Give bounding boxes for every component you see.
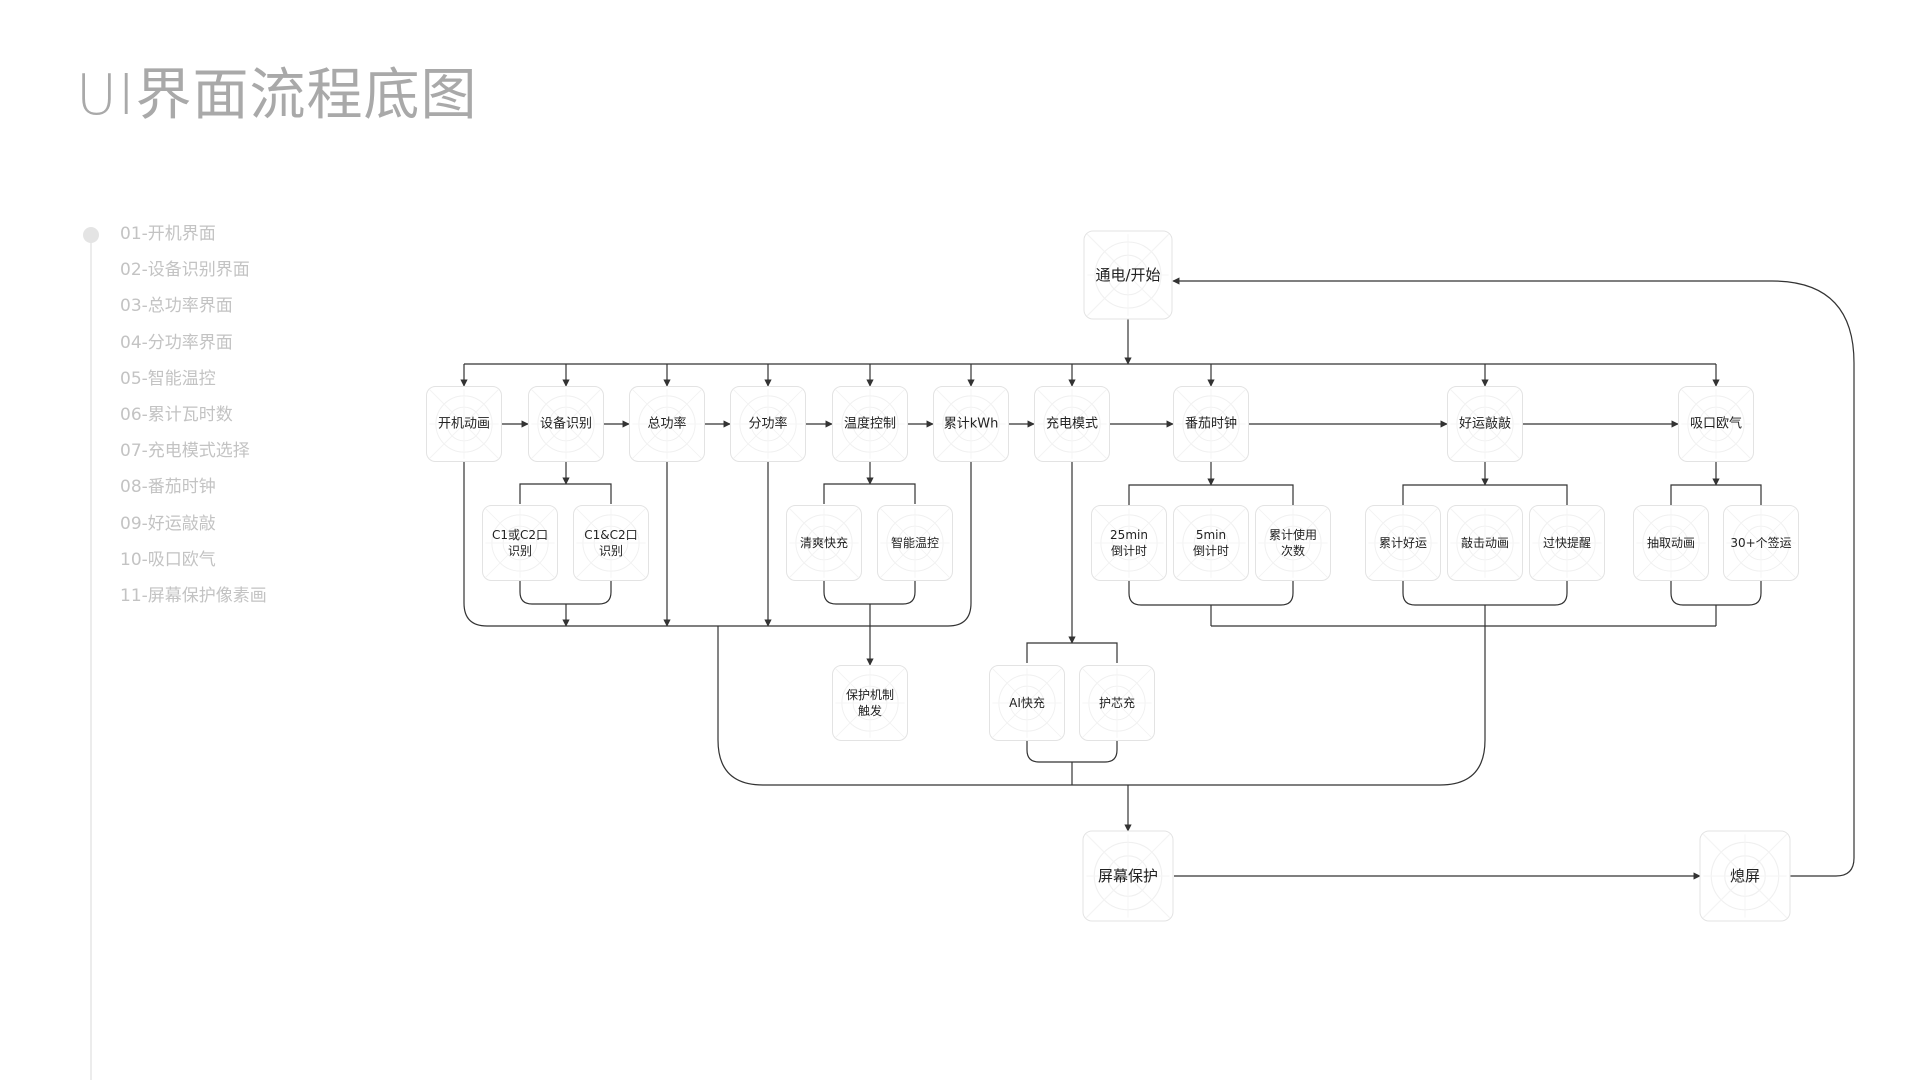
node-label: AI快充 — [1009, 695, 1045, 710]
node-lucky-knock: 好运敲敲 — [1447, 386, 1523, 462]
node-label: 设备识别 — [540, 416, 592, 432]
node-kwh: 累计kWh — [933, 386, 1009, 462]
node-label: 吸口欧气 — [1690, 416, 1742, 432]
node-label: 过快提醒 — [1543, 535, 1591, 550]
sidebar-item-02[interactable]: 02-设备识别界面 — [120, 260, 250, 281]
node-label: 抽取动画 — [1647, 536, 1695, 550]
node-grid-pattern — [834, 667, 906, 739]
node-label: 保护机制 — [846, 688, 894, 702]
sidebar-item-10[interactable]: 10-吸口欧气 — [120, 549, 216, 570]
node-label: 识别 — [599, 544, 623, 558]
node-label: 识别 — [508, 544, 532, 558]
sidebar-item-07[interactable]: 07-充电模式选择 — [120, 441, 250, 462]
node-total-power: 总功率 — [629, 386, 705, 462]
node-too-fast: 过快提醒 — [1529, 505, 1605, 581]
sidebar-active-dot — [83, 227, 99, 243]
node-label: 清爽快充 — [800, 535, 848, 550]
node-knock-anim: 敲击动画 — [1447, 505, 1523, 581]
node-label: 分功率 — [748, 416, 787, 432]
node-label: 触发 — [858, 703, 882, 718]
node-min25: 25min 倒计时 — [1091, 505, 1167, 581]
node-charge-mode: 充电模式 — [1034, 386, 1110, 462]
sidebar-item-08[interactable]: 08-番茄时钟 — [120, 477, 216, 498]
node-grid-pattern — [1257, 507, 1329, 579]
node-label: 累计kWh — [944, 417, 999, 432]
node-cool-fast: 清爽快充 — [786, 505, 862, 581]
node-label: 累计使用 — [1269, 527, 1317, 542]
node-temp-ctrl: 温度控制 — [832, 386, 908, 462]
sidebar-nav: 01-开机界面 02-设备识别界面 03-总功率界面 04-分功率界面 05-智… — [120, 222, 267, 620]
page-title: UI界面流程底图 — [76, 63, 478, 128]
node-label: 熄屏 — [1730, 867, 1760, 885]
sidebar-item-04[interactable]: 04-分功率界面 — [120, 332, 233, 353]
node-label: 倒计时 — [1111, 544, 1147, 558]
node-label: C1&C2口 — [584, 528, 637, 542]
node-label: 好运敲敲 — [1459, 416, 1511, 432]
node-label: 5min — [1196, 528, 1226, 542]
sidebar-item-05[interactable]: 05-智能温控 — [120, 368, 216, 389]
node-split-power: 分功率 — [730, 386, 806, 462]
node-label: 护芯充 — [1099, 695, 1135, 710]
node-label: 次数 — [1281, 543, 1305, 558]
node-screensaver: 屏幕保护 — [1082, 830, 1174, 922]
sidebar-timeline — [90, 232, 92, 1080]
node-lucky-total: 累计好运 — [1365, 505, 1441, 581]
node-label: 番茄时钟 — [1185, 416, 1237, 432]
node-grid-pattern — [1093, 507, 1165, 579]
node-label: 充电模式 — [1046, 416, 1098, 432]
node-grid-pattern — [1175, 507, 1247, 579]
node-label: 开机动画 — [438, 417, 490, 432]
node-label: 累计好运 — [1379, 536, 1427, 550]
node-label: 敲击动画 — [1461, 535, 1509, 550]
node-label: 屏幕保护 — [1098, 867, 1158, 885]
sidebar-item-11[interactable]: 11-屏幕保护像素画 — [120, 585, 267, 606]
node-min5: 5min 倒计时 — [1173, 505, 1249, 581]
node-pomodoro: 番茄时钟 — [1173, 386, 1249, 462]
node-label: 智能温控 — [891, 535, 939, 550]
node-label: 通电/开始 — [1095, 266, 1160, 284]
node-draw-anim: 抽取动画 — [1633, 505, 1709, 581]
node-ai-fast: AI快充 — [989, 665, 1065, 741]
sidebar-item-01[interactable]: 01-开机界面 — [120, 224, 216, 244]
node-label: 25min — [1110, 528, 1148, 542]
sidebar-item-09[interactable]: 09-好运敲敲 — [120, 513, 216, 534]
node-grid-pattern — [575, 507, 647, 579]
node-label: 30+个签运 — [1730, 535, 1791, 550]
node-boot-anim: 开机动画 — [426, 386, 502, 462]
flow-connectors — [460, 277, 1855, 880]
node-core-care: 护芯充 — [1079, 665, 1155, 741]
node-device-id: 设备识别 — [528, 386, 604, 462]
node-label: 倒计时 — [1193, 544, 1229, 558]
node-smart-temp: 智能温控 — [877, 505, 953, 581]
node-start: 通电/开始 — [1083, 230, 1173, 320]
sidebar-item-06[interactable]: 06-累计瓦时数 — [120, 404, 233, 425]
node-breath: 吸口欧气 — [1678, 386, 1754, 462]
node-label: 总功率 — [647, 416, 686, 432]
node-screen-off: 熄屏 — [1699, 830, 1791, 922]
sidebar-item-03[interactable]: 03-总功率界面 — [120, 296, 233, 317]
node-lots30: 30+个签运 — [1723, 505, 1799, 581]
node-label: 温度控制 — [844, 416, 896, 432]
node-label: C1或C2口 — [492, 528, 548, 542]
node-grid-pattern — [484, 507, 556, 579]
